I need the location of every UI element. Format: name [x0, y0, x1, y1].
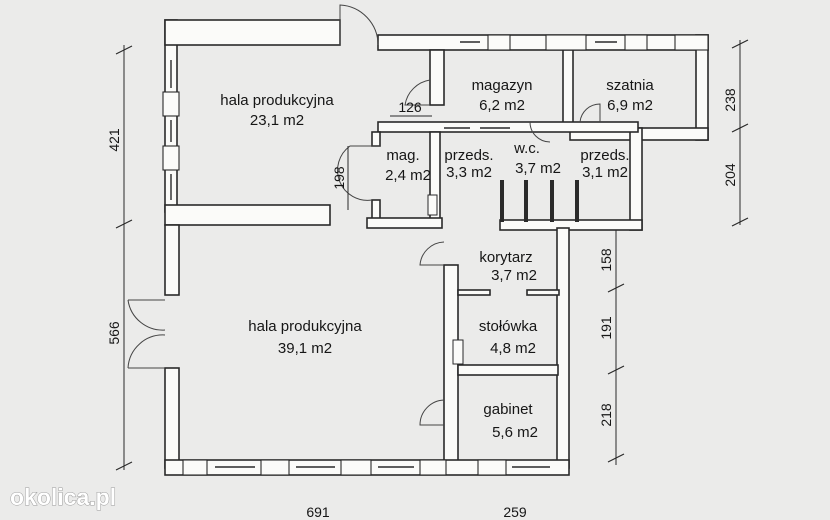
room-szatnia-area: 6,9 m2: [607, 97, 653, 114]
room-mag-name: mag.: [386, 147, 419, 164]
dim-191: 191: [598, 316, 614, 340]
dim-691: 691: [306, 504, 330, 520]
walls: [164, 19, 709, 476]
room-gabinet-area: 5,6 m2: [492, 424, 538, 441]
room-gabinet-name: gabinet: [483, 401, 533, 418]
room-wc-name: w.c.: [513, 140, 540, 157]
dim-566: 566: [106, 321, 122, 345]
room-wc-area: 3,7 m2: [515, 160, 561, 177]
dim-158: 158: [598, 248, 614, 272]
room-korytarz-area: 3,7 m2: [491, 267, 537, 284]
room-stolowka-name: stołówka: [479, 318, 538, 335]
room-hala-lower-name: hala produkcyjna: [248, 318, 362, 335]
room-hala-upper-area: 23,1 m2: [250, 112, 304, 129]
doors: [127, 4, 601, 426]
room-stolowka-area: 4,8 m2: [490, 340, 536, 357]
room-mag-area: 2,4 m2: [385, 167, 431, 184]
room-przeds-1-name: przeds.: [444, 147, 493, 164]
room-korytarz-name: korytarz: [479, 249, 532, 266]
room-przeds-2-name: przeds.: [580, 147, 629, 164]
dim-218: 218: [598, 403, 614, 427]
dim-259: 259: [503, 504, 527, 520]
room-labels: hala produkcyjna 23,1 m2 magazyn 6,2 m2 …: [220, 77, 654, 441]
dimension-labels: 421 566 198 126 238 204 158 191 218 691 …: [106, 88, 738, 520]
dim-126: 126: [398, 99, 422, 115]
dim-198: 198: [331, 166, 347, 190]
dim-421: 421: [106, 128, 122, 152]
dimension-lines: [115, 39, 749, 471]
room-magazyn-name: magazyn: [472, 77, 533, 94]
room-magazyn-area: 6,2 m2: [479, 97, 525, 114]
watermark: okolica.pl: [10, 484, 116, 510]
windows: [162, 34, 709, 476]
room-przeds-1-area: 3,3 m2: [446, 164, 492, 181]
room-hala-lower-area: 39,1 m2: [278, 340, 332, 357]
room-przeds-2-area: 3,1 m2: [582, 164, 628, 181]
room-szatnia-name: szatnia: [606, 77, 654, 94]
fixtures: [427, 194, 464, 365]
dim-238: 238: [722, 88, 738, 112]
room-hala-upper-name: hala produkcyjna: [220, 92, 334, 109]
dim-204: 204: [722, 163, 738, 187]
